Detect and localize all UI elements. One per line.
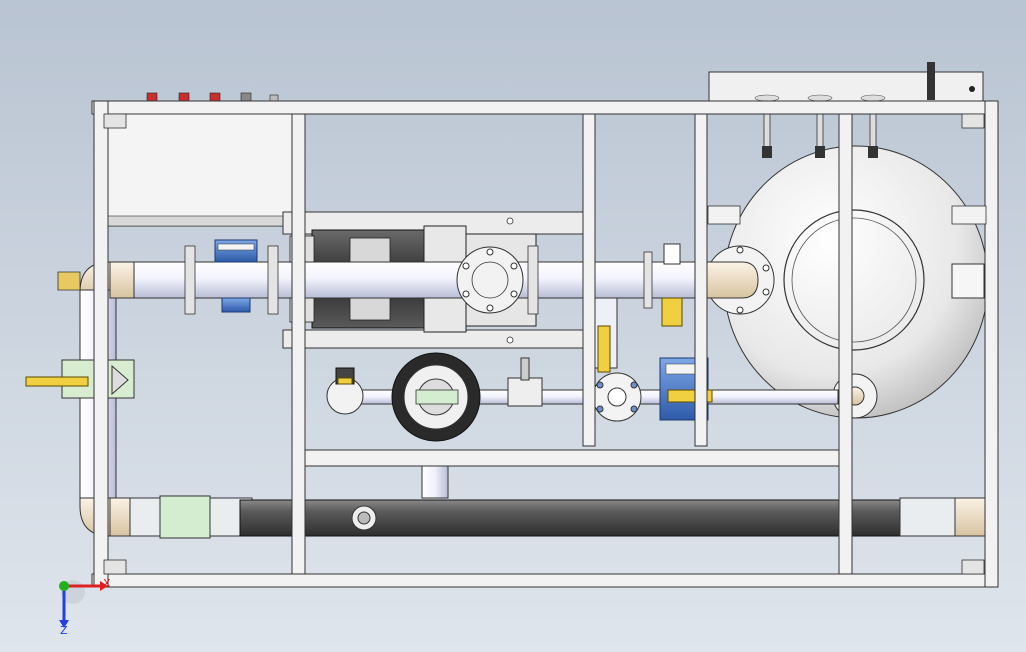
lower-return-pipe (129, 495, 986, 539)
sensor-manifold (708, 62, 984, 103)
axis-z-label: Z (60, 624, 68, 637)
axis-x-label: X (103, 577, 111, 590)
upper-flowmeter (214, 239, 258, 313)
control-cabinet (107, 113, 297, 227)
upper-supply-pipe (111, 245, 743, 315)
axis-triad-icon (59, 580, 108, 628)
drain-stub-pipe (421, 461, 449, 499)
skid-frame (91, 100, 999, 588)
